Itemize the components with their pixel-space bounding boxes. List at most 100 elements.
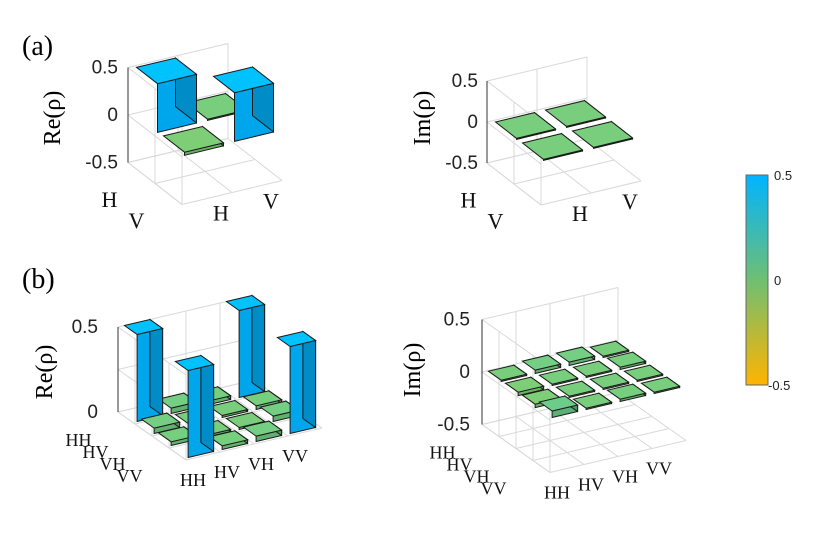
col-label: HH [544, 483, 570, 503]
bar-top-face [140, 412, 181, 429]
bar [555, 380, 596, 399]
bar [640, 376, 681, 395]
bar-top-face [494, 112, 557, 139]
gridline-floor-r2 [515, 416, 653, 449]
gridline-floor-r4 [185, 427, 323, 461]
bar [162, 125, 225, 156]
bar [571, 120, 634, 150]
row-label: HV [447, 455, 473, 475]
gridline-floor-c4 [617, 392, 687, 441]
colorbar-tick-mid: 0 [774, 273, 781, 288]
bar-side-face [251, 294, 266, 393]
bar-top-face [544, 100, 607, 127]
col-label: V [263, 189, 279, 214]
z-tick-label: -0.5 [445, 153, 478, 174]
bar [212, 65, 275, 143]
col-label: VH [248, 454, 274, 474]
col-label: HV [214, 462, 240, 482]
col-label: V [622, 189, 638, 214]
bar-top-face [571, 121, 634, 148]
gridline-floor-r2 [540, 180, 642, 206]
row-label: V [488, 209, 504, 234]
bar-top-face [225, 294, 266, 312]
bar [140, 412, 181, 435]
bar [174, 354, 215, 459]
axis-label-z: Im(ρ) [400, 343, 426, 398]
bar-top-face [162, 125, 225, 153]
bar [521, 354, 562, 375]
z-tick-label: -0.5 [437, 415, 470, 436]
row-label: HH [66, 430, 92, 450]
col-label: HH [180, 470, 206, 490]
bar [225, 294, 266, 399]
bar [135, 56, 198, 134]
colorbar-gradient [745, 174, 769, 386]
row-label: V [129, 208, 145, 233]
bar [208, 399, 249, 419]
bar [544, 99, 607, 129]
bar-top-face [640, 376, 681, 393]
bar [494, 111, 557, 141]
col-label: VV [646, 459, 672, 479]
z-tick-label: 0 [87, 402, 98, 423]
row-label: HV [83, 442, 109, 462]
z-tick-label: 0 [107, 105, 118, 126]
gridline-floor-r1 [513, 159, 615, 185]
bar [606, 383, 647, 403]
bar [521, 132, 584, 162]
gridline-floor-r3 [532, 428, 670, 461]
bar [242, 420, 283, 443]
panel-label-b: (b) [22, 264, 55, 295]
bar-top-face [208, 430, 249, 447]
gridline-floor-c3 [583, 400, 653, 449]
bar [123, 318, 164, 423]
z-tick-label: 0.5 [72, 317, 98, 338]
axis-label-z: Im(ρ) [410, 91, 436, 146]
bar-top-face [538, 368, 579, 385]
colorbar: 0.5 0 -0.5 [745, 168, 792, 393]
bar-top-face [487, 364, 528, 381]
bar-top-face [174, 354, 215, 372]
axis-label-z: Re(ρ) [40, 91, 66, 146]
bar-top-face [242, 420, 283, 437]
row-label: H [461, 188, 477, 213]
bar-top-face [504, 376, 545, 393]
col-label: H [572, 201, 588, 226]
bar-top-face [606, 383, 647, 400]
bar [538, 368, 579, 387]
row-label: H [102, 187, 118, 212]
bar [589, 340, 630, 359]
bar [589, 372, 630, 391]
bar [276, 330, 317, 435]
z-tick-label: 0 [467, 112, 478, 133]
bar [538, 395, 579, 419]
bar-top-face [276, 330, 317, 348]
bar-top-face [589, 372, 630, 389]
bar-top-face [606, 351, 647, 368]
bar-side-face [200, 354, 215, 453]
col-label: HV [578, 475, 604, 495]
gridline-floor-r1 [154, 159, 256, 184]
row-label: VH [100, 454, 126, 474]
gridline-floor-c2 [227, 138, 283, 181]
z-tick-label: 0.5 [92, 58, 118, 79]
z-tick-label: -0.5 [85, 153, 118, 174]
gridline-floor-r4 [549, 440, 687, 473]
bar [572, 392, 613, 411]
colorbar-tick-min: -0.5 [768, 378, 790, 393]
bar-top-face [555, 346, 596, 363]
row-label: VV [481, 479, 507, 499]
bar-top-face [135, 57, 198, 85]
z-tick-label: 0.5 [444, 310, 470, 331]
bar-top-face [538, 395, 579, 412]
bar-top-face [208, 399, 249, 417]
row-label: HH [430, 443, 456, 463]
colorbar-tick-max: 0.5 [774, 168, 792, 183]
bar-top-face [572, 360, 613, 377]
bar-side-face [302, 330, 317, 429]
axis-label-z: Re(ρ) [32, 345, 58, 400]
grid [486, 56, 642, 206]
